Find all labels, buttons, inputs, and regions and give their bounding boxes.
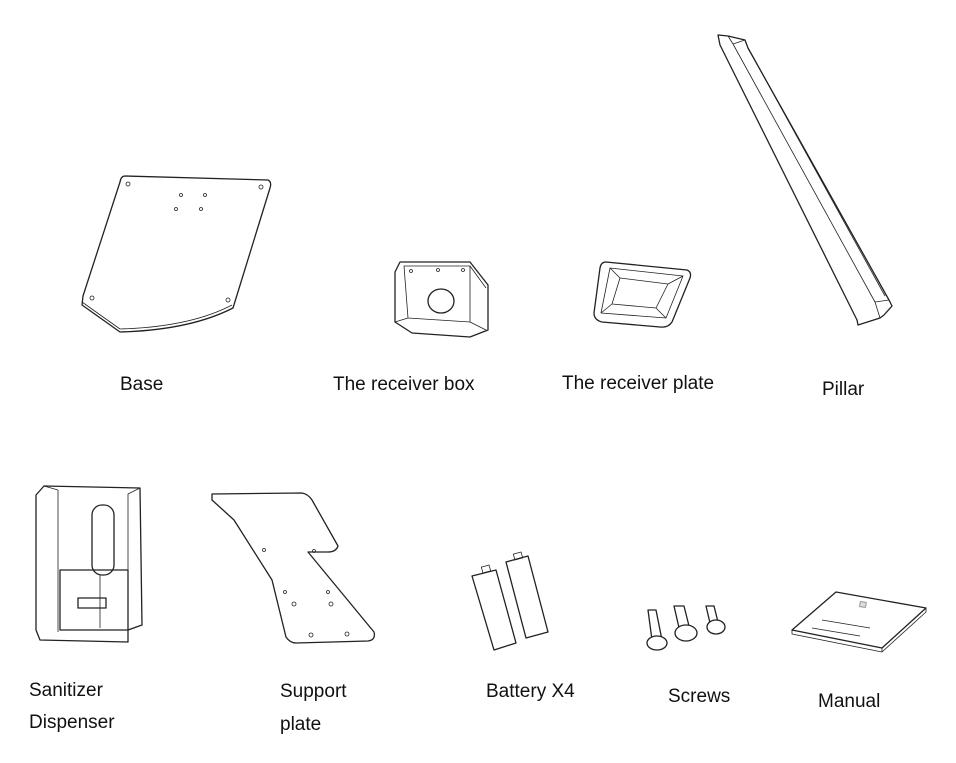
sanitizer-dispenser-label-line2: Dispenser — [29, 712, 115, 733]
receiver-box-drawing — [394, 261, 489, 338]
receiver-plate-label: The receiver plate — [562, 373, 715, 394]
receiver-box-label: The receiver box — [333, 374, 475, 395]
battery-label: Battery X4 — [486, 681, 575, 702]
battery-drawing — [471, 551, 549, 651]
base-drawing — [81, 175, 272, 333]
sanitizer-dispenser-drawing — [35, 485, 143, 643]
base-label: Base — [120, 374, 164, 395]
screws-drawing — [646, 605, 726, 651]
manual-label: Manual — [818, 691, 881, 712]
receiver-plate-drawing — [593, 261, 692, 328]
sanitizer-dispenser-label-line1: Sanitizer — [29, 680, 103, 701]
support-plate-label-line1: Support — [280, 681, 347, 702]
manual-drawing — [791, 591, 927, 653]
support-plate-label-line2: plate — [280, 714, 322, 735]
pillar-label: Pillar — [822, 379, 865, 400]
pillar-drawing — [717, 34, 893, 326]
screws-label: Screws — [668, 686, 731, 707]
support-plate-drawing — [211, 492, 376, 644]
